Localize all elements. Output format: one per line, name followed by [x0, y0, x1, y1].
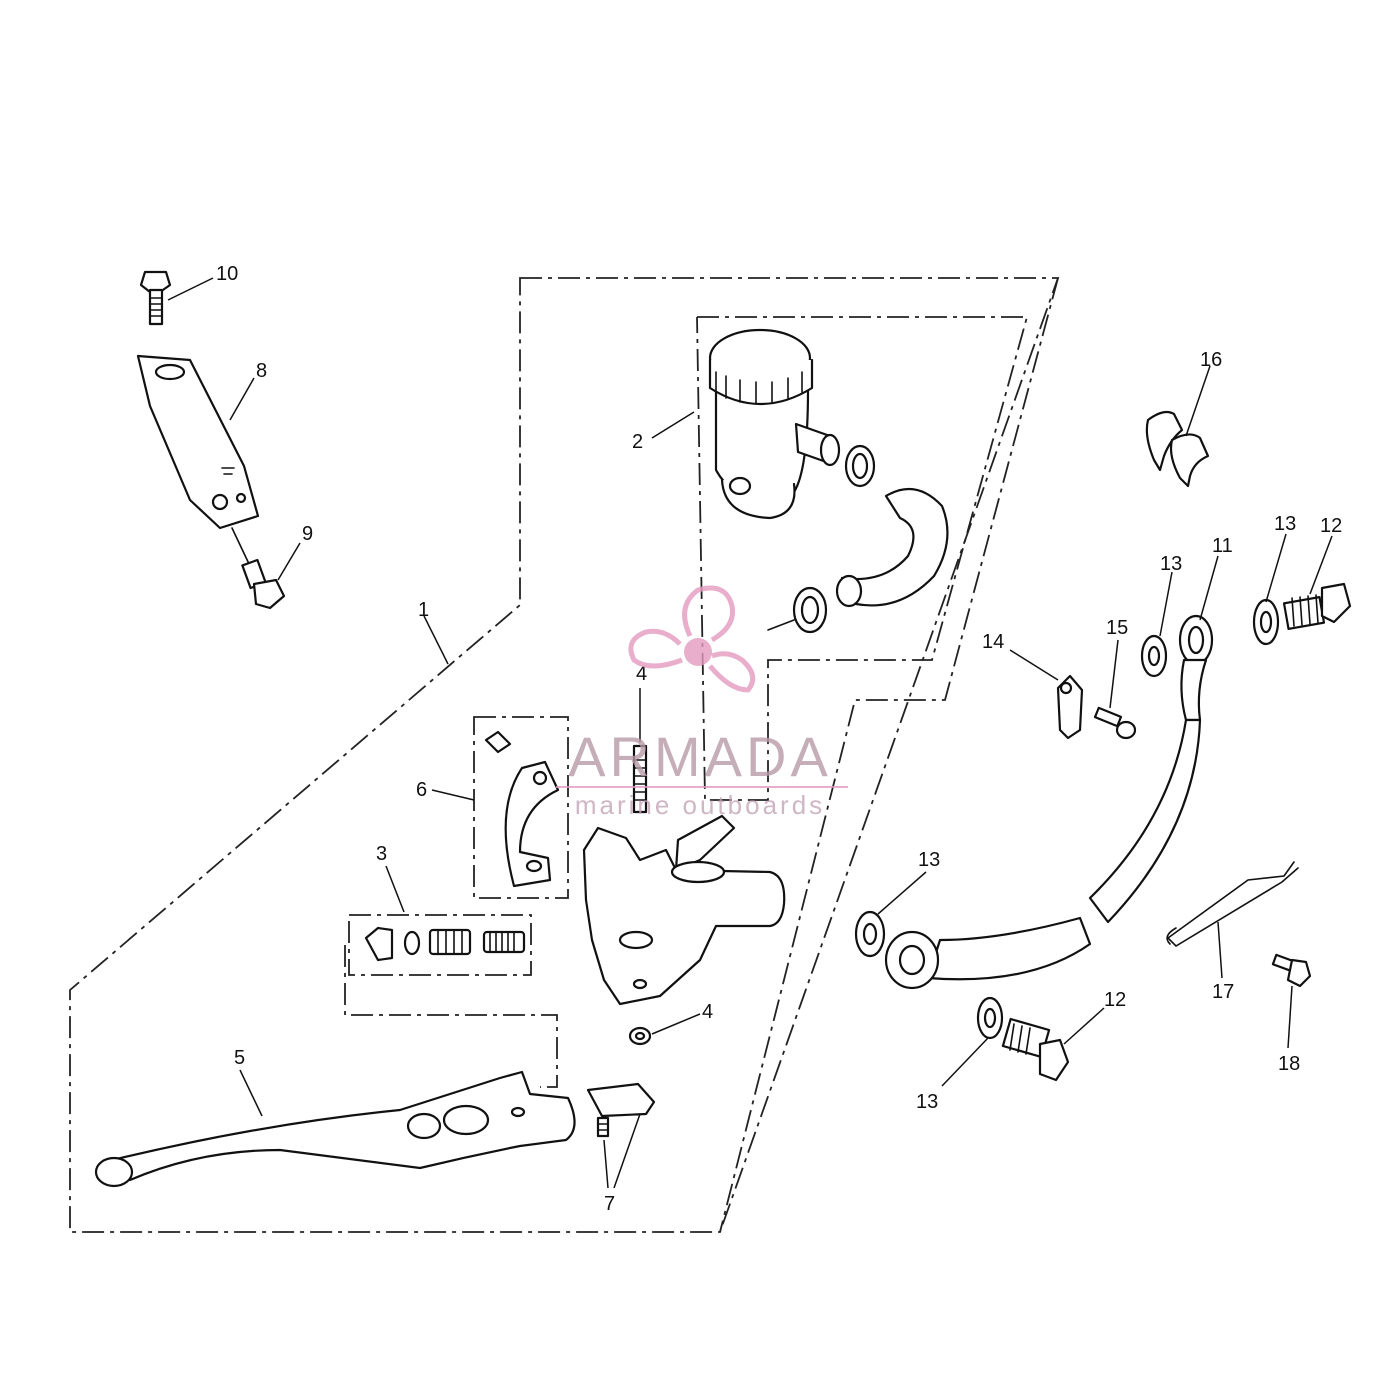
- callout-12-top: 12: [1320, 515, 1342, 537]
- callout-16: 16: [1200, 349, 1222, 371]
- callout-14: 14: [982, 631, 1004, 653]
- watermark: ARMADA marine outboards: [556, 585, 848, 820]
- watermark-brand: ARMADA: [568, 725, 832, 788]
- callout-4-lower: 4: [702, 1001, 713, 1023]
- callout-17: 17: [1212, 981, 1234, 1003]
- bolt-18-icon: [1271, 953, 1312, 988]
- banjo-bolt-12-bottom-icon: [1001, 1017, 1070, 1082]
- callout-13-mid: 13: [1160, 553, 1182, 575]
- clamp-6-icon: [484, 730, 560, 888]
- reservoir-hose-icon: [835, 487, 949, 608]
- lever-5-icon: [94, 1070, 576, 1188]
- hose-clip-16-icon: [1145, 410, 1210, 488]
- piston-kit-3-icon: [364, 926, 526, 962]
- callout-13-top-right: 13: [1274, 513, 1296, 535]
- washer-13-right-icon: [1252, 598, 1280, 646]
- banjo-bolt-12-top-icon: [1282, 582, 1352, 631]
- callout-4-upper: 4: [636, 663, 647, 685]
- callout-1: 1: [418, 599, 429, 621]
- callout-7: 7: [604, 1193, 615, 1215]
- piston-kit-boundary: [348, 914, 532, 976]
- hose-clip-14-icon: [1056, 674, 1084, 740]
- callout-18: 18: [1278, 1053, 1300, 1075]
- callout-8: 8: [256, 360, 267, 382]
- callout-6: 6: [416, 779, 427, 801]
- nut-4-lower-icon: [628, 1026, 652, 1046]
- brake-hose-11-icon: [884, 614, 1214, 990]
- callout-5: 5: [234, 1047, 245, 1069]
- callout-9: 9: [302, 523, 313, 545]
- hose-clip-lower-icon: [767, 586, 828, 634]
- callout-3: 3: [376, 843, 387, 865]
- leader-lines: [167, 277, 1333, 1189]
- screw-4-upper-icon: [632, 744, 648, 814]
- callout-13-bottom: 13: [916, 1091, 938, 1113]
- master-cylinder-body-icon: [582, 814, 786, 1006]
- clamp-kit-boundary: [473, 716, 569, 899]
- callout-2: 2: [632, 431, 643, 453]
- watermark-tagline: marine outboards: [575, 790, 825, 820]
- hose-clip-upper-icon: [844, 444, 876, 488]
- callout-12-bottom: 12: [1104, 989, 1126, 1011]
- piston-to-lever-link: [344, 945, 558, 1088]
- callout-13-left: 13: [918, 849, 940, 871]
- wire-clip-17-icon: [1166, 861, 1299, 948]
- bracket-8-icon: [136, 354, 260, 530]
- screw-15-icon: [1093, 706, 1137, 740]
- reservoir-2-icon: [708, 328, 841, 520]
- washer-13-mid-icon: [1140, 634, 1168, 678]
- bracket-7-icon: [586, 1082, 656, 1138]
- bolt-9-icon: [231, 527, 286, 610]
- callout-15: 15: [1106, 617, 1128, 639]
- callout-11: 11: [1212, 535, 1233, 557]
- propeller-logo-icon: [628, 585, 756, 693]
- reservoir-kit-boundary: [696, 316, 1029, 801]
- washer-13-bottom-icon: [976, 996, 1004, 1040]
- assembly-inner-step: [719, 277, 1059, 1233]
- callout-10: 10: [216, 263, 238, 285]
- washer-13-lower-left-icon: [854, 910, 886, 958]
- bolt-10-icon: [139, 270, 172, 326]
